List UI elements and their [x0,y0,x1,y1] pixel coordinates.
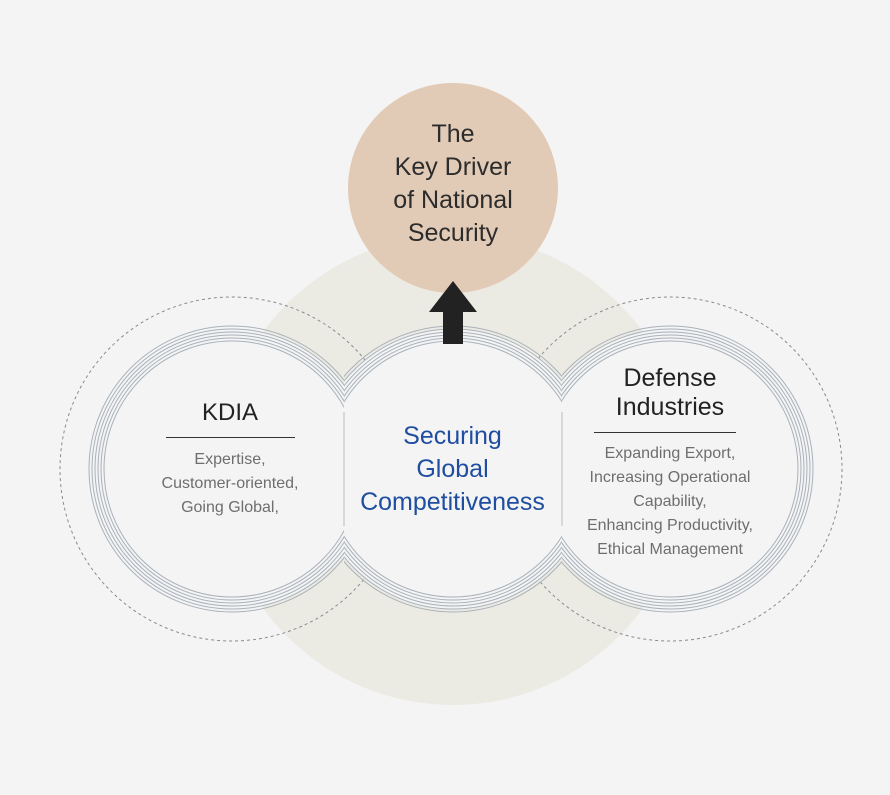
right-ring [562,331,808,607]
left-ring [100,337,344,601]
right-item: Increasing Operational [589,469,751,486]
right-title-line: Defense [623,364,717,392]
top-circle [348,83,558,293]
top-label-line: of National [393,186,513,214]
right-title-line: Industries [615,393,725,421]
left-circle-fill [92,329,344,609]
center-label-line: Competitiveness [360,488,545,516]
center-label-line: Securing [403,422,502,450]
right-ring [562,328,811,610]
left-ring [97,334,344,604]
right-ring [562,325,814,613]
top-label-line: The [431,120,475,148]
center-circle-label: Securing Global Competitiveness [335,420,570,519]
right-item: Enhancing Productivity, [586,517,753,534]
left-circle-title: KDIA [201,399,258,426]
center-circle-fill [344,329,562,609]
right-circle-title: Defense Industries [570,364,770,422]
right-circle-fill [562,329,810,609]
circle-fills [92,329,810,609]
left-item: Customer-oriented, [161,475,299,492]
right-title-rule [594,432,736,433]
top-label-line: Key Driver [394,153,512,181]
left-item: Going Global, [181,499,279,516]
right-item: Ethical Management [597,541,743,558]
right-circle-items: Expanding Export, Increasing Operational… [560,442,780,562]
left-ring [91,328,344,610]
top-label-line: Security [407,219,499,247]
right-ring [562,337,802,601]
left-ring [94,331,344,607]
right-ring [562,334,805,604]
up-arrow-icon [429,281,477,344]
right-item: Capability, [633,493,707,510]
left-title-rule [166,437,295,438]
left-ring [103,340,344,598]
left-circle-items: Expertise, Customer-oriented, Going Glob… [140,448,320,520]
right-item: Expanding Export, [604,445,736,462]
center-label-line: Global [416,455,489,483]
left-ring [88,325,344,613]
top-circle-label: The Key Driver of National Security [348,118,558,250]
left-item: Expertise, [194,451,266,468]
right-ring [562,340,799,598]
divider-lines [343,412,563,526]
